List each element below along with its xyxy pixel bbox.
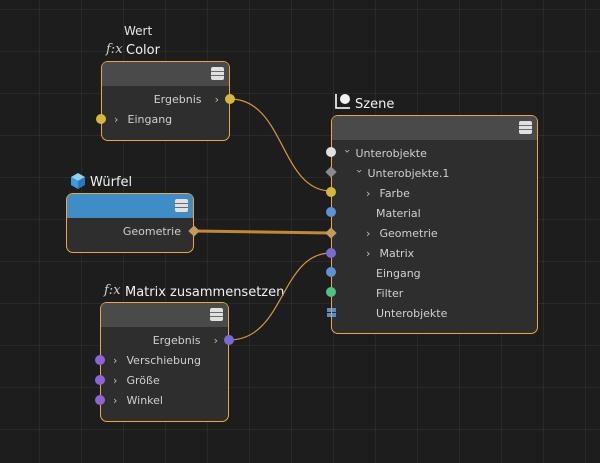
fx-icon: f:x <box>106 42 123 57</box>
chevron-right-icon[interactable]: › <box>366 247 371 260</box>
port-label: Farbe <box>379 187 410 200</box>
menu-icon[interactable] <box>211 67 224 80</box>
szene-node[interactable]: › Unterobjekte › Unterobjekte.1 › Farbe … <box>331 115 538 334</box>
szene-port-matrix: › Matrix <box>366 245 414 263</box>
szene-farbe-port[interactable] <box>326 187 336 197</box>
wuerfel-output-geometrie: Geometrie <box>123 223 181 241</box>
szene-unterobjekte-port[interactable] <box>326 147 336 157</box>
port-label: Filter <box>376 287 404 300</box>
color-node-title: Color <box>126 43 160 58</box>
scene-icon <box>335 94 350 109</box>
szene-port-unterobjekte-1: › Unterobjekte.1 <box>353 165 450 183</box>
chevron-right-icon[interactable]: › <box>113 394 118 407</box>
matrix-node-header[interactable] <box>101 303 228 327</box>
matrix-node[interactable]: Ergebnis › › Verschiebung › Größe › Wink… <box>100 302 229 422</box>
matrix-groesse-port[interactable] <box>95 375 105 385</box>
matrix-winkel-port[interactable] <box>95 395 105 405</box>
fx-icon: f:x <box>104 283 121 298</box>
port-label: Material <box>376 207 421 220</box>
port-label: Unterobjekte <box>355 147 427 160</box>
color-input-eingang: › Eingang <box>114 111 172 129</box>
chevron-right-icon[interactable]: › <box>213 334 218 347</box>
cube-icon <box>71 173 85 189</box>
chevron-right-icon[interactable]: › <box>214 93 219 106</box>
color-eingang-port[interactable] <box>96 114 106 124</box>
szene-port-geometrie: › Geometrie <box>366 225 438 243</box>
color-node-subtitle: Wert <box>124 24 153 38</box>
chevron-down-icon[interactable]: › <box>353 169 366 174</box>
wire-color-to-farbe[interactable] <box>229 98 332 192</box>
szene-port-filter: Filter <box>376 285 403 303</box>
szene-node-header[interactable] <box>332 116 537 140</box>
port-label: Ergebnis <box>152 334 201 347</box>
chevron-right-icon[interactable]: › <box>114 113 119 126</box>
szene-port-farbe: › Farbe <box>366 185 410 203</box>
szene-port-material: Material <box>376 205 421 223</box>
port-label: Eingang <box>376 267 421 280</box>
color-node[interactable]: Ergebnis › › Eingang <box>101 61 230 141</box>
matrix-node-title: Matrix zusammensetzen <box>125 285 285 300</box>
wire-geometrie-to-geometrie[interactable] <box>193 229 332 235</box>
matrix-ergebnis-port[interactable] <box>224 335 234 345</box>
port-label: Unterobjekte <box>376 307 448 320</box>
chevron-right-icon[interactable]: › <box>366 227 371 240</box>
matrix-input-groesse: › Größe <box>113 372 160 390</box>
port-label: Ergebnis <box>153 93 202 106</box>
chevron-right-icon[interactable]: › <box>113 354 118 367</box>
color-output-ergebnis: Ergebnis › <box>154 91 219 109</box>
port-label: Verschiebung <box>126 354 201 367</box>
port-label: Matrix <box>379 247 415 260</box>
matrix-input-winkel: › Winkel <box>113 392 163 410</box>
menu-icon[interactable] <box>210 308 223 321</box>
szene-eingang-port[interactable] <box>326 267 336 277</box>
port-label: Eingang <box>127 113 173 126</box>
szene-port-unterobjekte-2: Unterobjekte <box>376 305 447 323</box>
wuerfel-node-header[interactable] <box>67 194 193 218</box>
wuerfel-node-title: Würfel <box>90 175 133 190</box>
port-label: Winkel <box>126 394 163 407</box>
port-label: Unterobjekte.1 <box>367 167 450 180</box>
menu-icon[interactable] <box>519 121 532 134</box>
color-ergebnis-port[interactable] <box>225 94 235 104</box>
matrix-input-verschiebung: › Verschiebung <box>113 352 201 370</box>
wuerfel-node[interactable]: Geometrie <box>66 193 194 253</box>
szene-unterobjekte-list-port[interactable] <box>327 308 336 317</box>
szene-port-unterobjekte: › Unterobjekte <box>341 145 427 163</box>
szene-matrix-port[interactable] <box>326 248 336 258</box>
chevron-right-icon[interactable]: › <box>366 187 371 200</box>
szene-material-port[interactable] <box>326 207 336 217</box>
menu-icon[interactable] <box>175 199 188 212</box>
chevron-down-icon[interactable]: › <box>341 149 354 154</box>
szene-filter-port[interactable] <box>326 287 336 297</box>
port-label: Geometrie <box>122 225 181 238</box>
port-label: Geometrie <box>379 227 438 240</box>
port-label: Größe <box>126 374 160 387</box>
matrix-verschiebung-port[interactable] <box>95 355 105 365</box>
matrix-output-ergebnis: Ergebnis › <box>153 332 218 350</box>
szene-node-title: Szene <box>355 97 395 112</box>
color-node-header[interactable] <box>102 62 229 86</box>
szene-port-eingang: Eingang <box>376 265 421 283</box>
chevron-right-icon[interactable]: › <box>113 374 118 387</box>
